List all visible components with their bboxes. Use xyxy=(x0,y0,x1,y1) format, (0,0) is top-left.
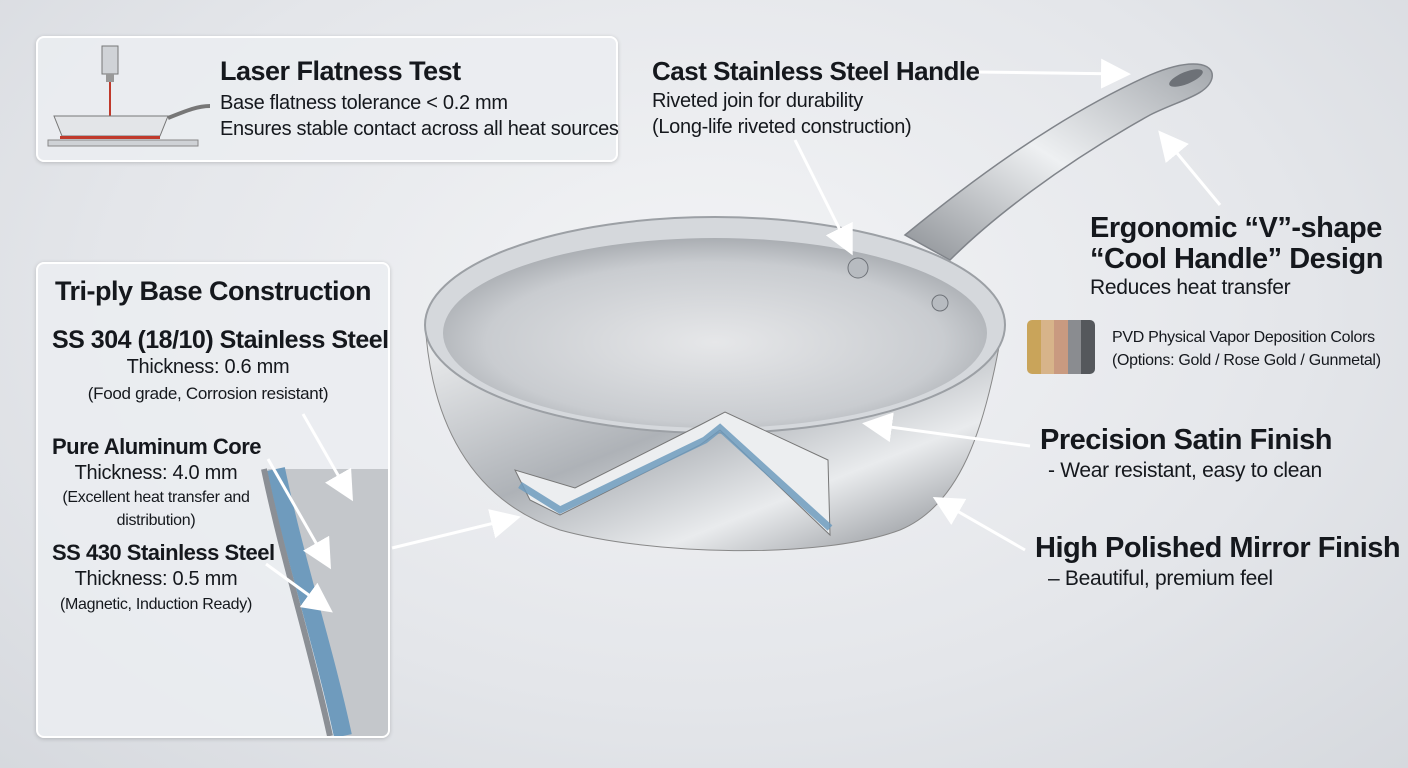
mirror-title: High Polished Mirror Finish xyxy=(1035,532,1401,564)
layer-ss304-thickness: Thickness: 0.6 mm xyxy=(126,356,290,378)
ergonomic-line-1: Reduces heat transfer xyxy=(1090,276,1291,299)
layer-ss430-note: (Magnetic, Induction Ready) xyxy=(59,596,252,613)
swatch-gunmetal xyxy=(1081,320,1095,374)
handle-line-1: Riveted join for durability xyxy=(652,90,863,112)
tri-ply-closeup xyxy=(261,413,388,736)
layer-ss430-thickness: Thickness: 0.5 mm xyxy=(74,568,238,590)
layer-ss304-name: SS 304 (18/10) Stainless Steel xyxy=(52,326,389,354)
laser-line-2: Ensures stable contact across all heat s… xyxy=(220,118,619,140)
swatch-rose-gold xyxy=(1054,320,1068,374)
layer-ss304-note: (Food grade, Corrosion resistant) xyxy=(87,384,329,403)
callout-arrows xyxy=(391,58,1222,552)
layer-aluminum-thickness: Thickness: 4.0 mm xyxy=(74,462,238,484)
laser-line-1: Base flatness tolerance < 0.2 mm xyxy=(220,92,508,114)
tri-ply-title: Tri-ply Base Construction xyxy=(54,276,372,306)
swatch-gold xyxy=(1027,320,1041,374)
handle-line-2: (Long-life riveted construction) xyxy=(652,116,912,138)
satin-title: Precision Satin Finish xyxy=(1040,424,1332,456)
laser-test-icon xyxy=(47,45,211,147)
layer-ss430-name: SS 430 Stainless Steel xyxy=(52,540,275,565)
pvd-options: (Options: Gold / Rose Gold / Gunmetal) xyxy=(1112,352,1381,369)
tri-ply-panel: Tri-ply Base Construction SS 304 (18/10)… xyxy=(36,262,390,738)
pvd-color-swatches xyxy=(1027,320,1095,374)
ergonomic-title-2: “Cool Handle” Design xyxy=(1090,243,1383,275)
layer-aluminum-note-2: distribution) xyxy=(116,512,196,529)
pvd-title: PVD Physical Vapor Deposition Colors xyxy=(1112,329,1375,346)
handle-title: Cast Stainless Steel Handle xyxy=(652,56,980,86)
laser-title: Laser Flatness Test xyxy=(220,56,461,86)
ergonomic-title-1: Ergonomic “V”-shape xyxy=(1090,212,1382,244)
swatch-silver xyxy=(1067,320,1082,374)
swatch-champagne xyxy=(1040,320,1055,374)
satin-line-1: - Wear resistant, easy to clean xyxy=(1048,459,1322,482)
laser-flatness-panel: Laser Flatness Test Base flatness tolera… xyxy=(36,36,619,162)
layer-aluminum-name: Pure Aluminum Core xyxy=(52,434,262,459)
layer-aluminum-note: (Excellent heat transfer and xyxy=(62,489,250,506)
mirror-line-1: – Beautiful, premium feel xyxy=(1048,567,1273,590)
pan-handle xyxy=(903,63,1213,261)
tri-ply-cutaway xyxy=(514,411,831,537)
